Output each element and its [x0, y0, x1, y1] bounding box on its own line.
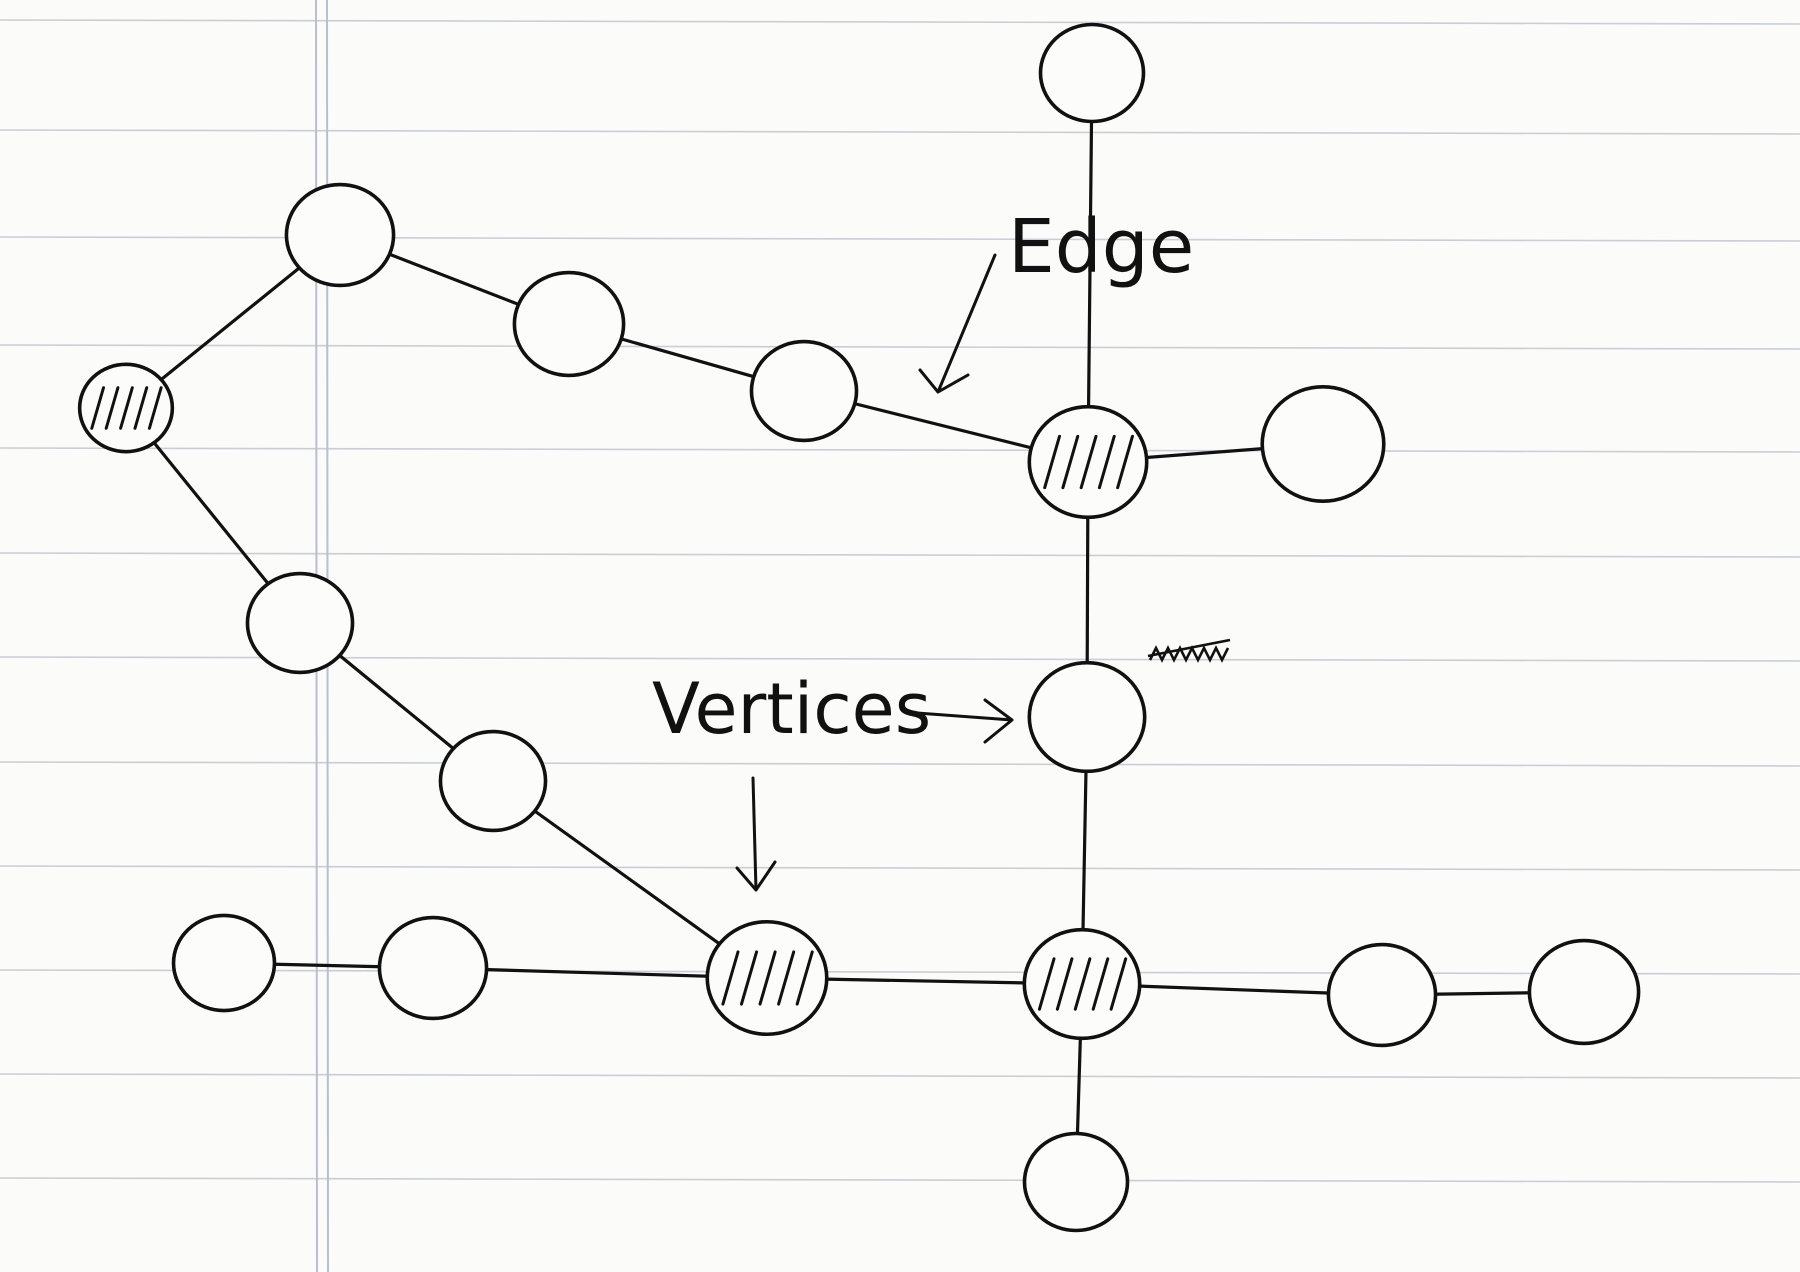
vertex-bottom	[1022, 1131, 1130, 1233]
crossed-out-scribble	[1147, 638, 1231, 663]
graph-vertices	[77, 22, 1641, 1233]
ruled-line-8	[0, 865, 1800, 871]
ruled-line-1	[0, 129, 1800, 135]
vertex-hub_lower-shaded	[1022, 927, 1142, 1041]
vertex-left2	[377, 915, 489, 1021]
ruled-line-11	[0, 1177, 1800, 1183]
ruled-line-4	[0, 447, 1800, 453]
vertices-arrow-right	[915, 698, 1014, 744]
vertices-label: Vertices	[652, 668, 931, 750]
vertex-top	[1038, 22, 1146, 124]
vertex-n1	[284, 182, 396, 288]
ruled-line-7	[0, 761, 1800, 767]
annotations: Edge Vertices	[652, 204, 1231, 892]
ruled-line-9	[0, 969, 1800, 975]
vertex-hub_upper-shaded	[1027, 404, 1149, 520]
ruled-line-3	[0, 344, 1800, 350]
vertex-left-shaded	[77, 362, 175, 454]
vertex-far_left	[171, 913, 277, 1013]
edge-hub_upper-top	[1086, 71, 1094, 464]
vertex-mid_right	[1027, 660, 1147, 774]
vertices-arrow-down	[735, 776, 777, 892]
ruled-line-5	[0, 552, 1800, 558]
vertex-right2	[1527, 938, 1641, 1046]
vertex-center_bottom-shaded	[705, 919, 829, 1037]
edge-arrow	[918, 253, 997, 394]
vertex-right_upper	[1260, 384, 1386, 504]
edge-label: Edge	[1008, 204, 1194, 290]
vertex-n2	[512, 270, 626, 378]
ruled-line-10	[0, 1073, 1800, 1079]
vertex-mid_left	[245, 571, 355, 675]
vertex-right1	[1326, 942, 1438, 1048]
ruled-line-2	[0, 236, 1800, 242]
vertex-n3	[749, 339, 859, 443]
ruled-line-0	[0, 19, 1800, 25]
vertex-n4	[438, 729, 548, 833]
